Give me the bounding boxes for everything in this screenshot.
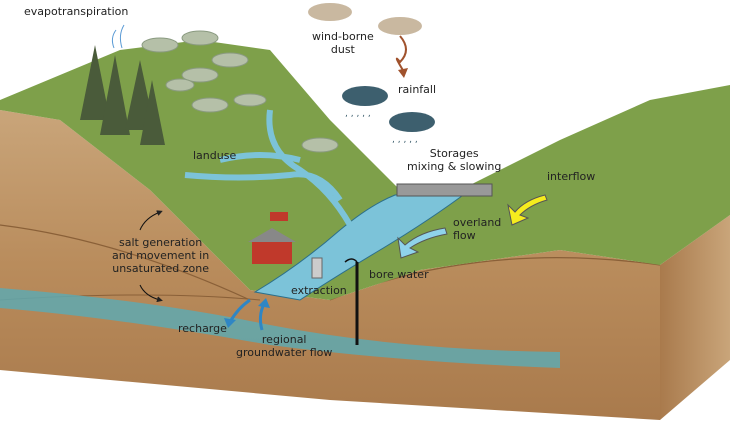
label-evapotranspiration: evapotranspiration [24, 5, 129, 18]
aquifer-band [0, 288, 560, 368]
label-bore-water: bore water [369, 268, 429, 281]
soil-side-face [660, 215, 730, 420]
label-interflow: interflow [547, 170, 596, 183]
label-salt-generation: salt generation and movement in unsatura… [112, 236, 210, 275]
barn [252, 240, 292, 264]
rain-clouds [342, 86, 435, 132]
pine-trees [80, 45, 165, 145]
dust-arrow [395, 35, 407, 73]
label-storages: Storages mixing & slowing [407, 147, 502, 173]
extraction-pump [311, 257, 323, 279]
tractor [270, 212, 288, 221]
dust-clouds [308, 3, 422, 35]
interflow-arrow [507, 194, 548, 226]
label-regional-groundwater-flow: regional groundwater flow [236, 333, 333, 359]
label-overland-flow: overland flow [453, 216, 502, 242]
evapotranspiration-arrow [111, 24, 125, 49]
overland-flow-arrow [397, 227, 448, 259]
svg-text:, , , , ,: , , , , , [392, 135, 418, 145]
gum-trees [141, 30, 339, 153]
label-extraction: extraction [291, 284, 347, 297]
storage-weir [396, 183, 493, 197]
tributary [184, 109, 353, 227]
label-landuse: landuse [193, 149, 237, 162]
label-wind-borne-dust: wind-borne dust [312, 30, 374, 56]
salt-arrow-up [139, 210, 163, 231]
svg-text:, , , , ,: , , , , , [345, 109, 371, 119]
grass-surface [0, 40, 730, 300]
label-rainfall: rainfall [398, 83, 437, 96]
salt-arrow-down [139, 284, 163, 303]
label-recharge: recharge [178, 322, 227, 335]
soil-front-face [0, 110, 660, 420]
rain-drops: , , , , , , , , , , [345, 109, 418, 145]
